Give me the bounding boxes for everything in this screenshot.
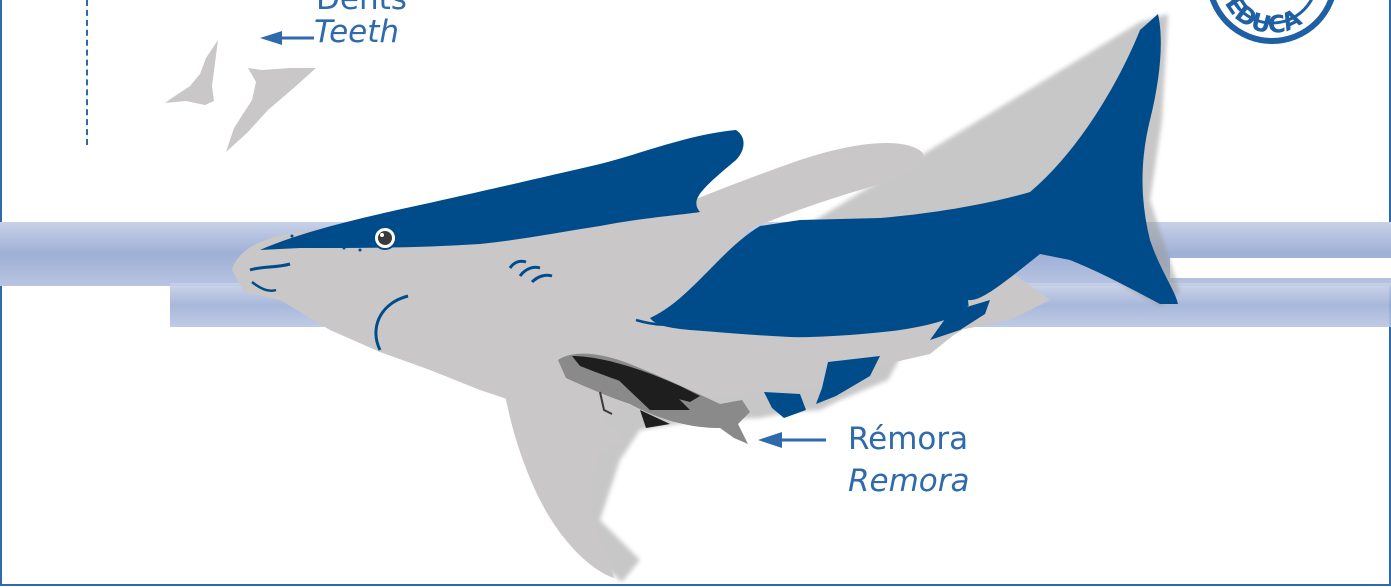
label-remora-es: Rémora [848,424,968,455]
label-remora-en: Remora [848,466,970,497]
water-gap [1170,258,1391,278]
arrow-left-icon [758,432,826,448]
educa-stamp-icon: EDUCA [1209,0,1335,41]
shark-tooth-icon [165,40,316,152]
arrow-left-icon [260,31,314,45]
label-teeth-en: Teeth [314,17,399,48]
label-teeth-es: Dents [316,0,407,15]
svg-text:EDUCA: EDUCA [1219,0,1306,39]
stamp-text: EDUCA [1219,0,1306,39]
